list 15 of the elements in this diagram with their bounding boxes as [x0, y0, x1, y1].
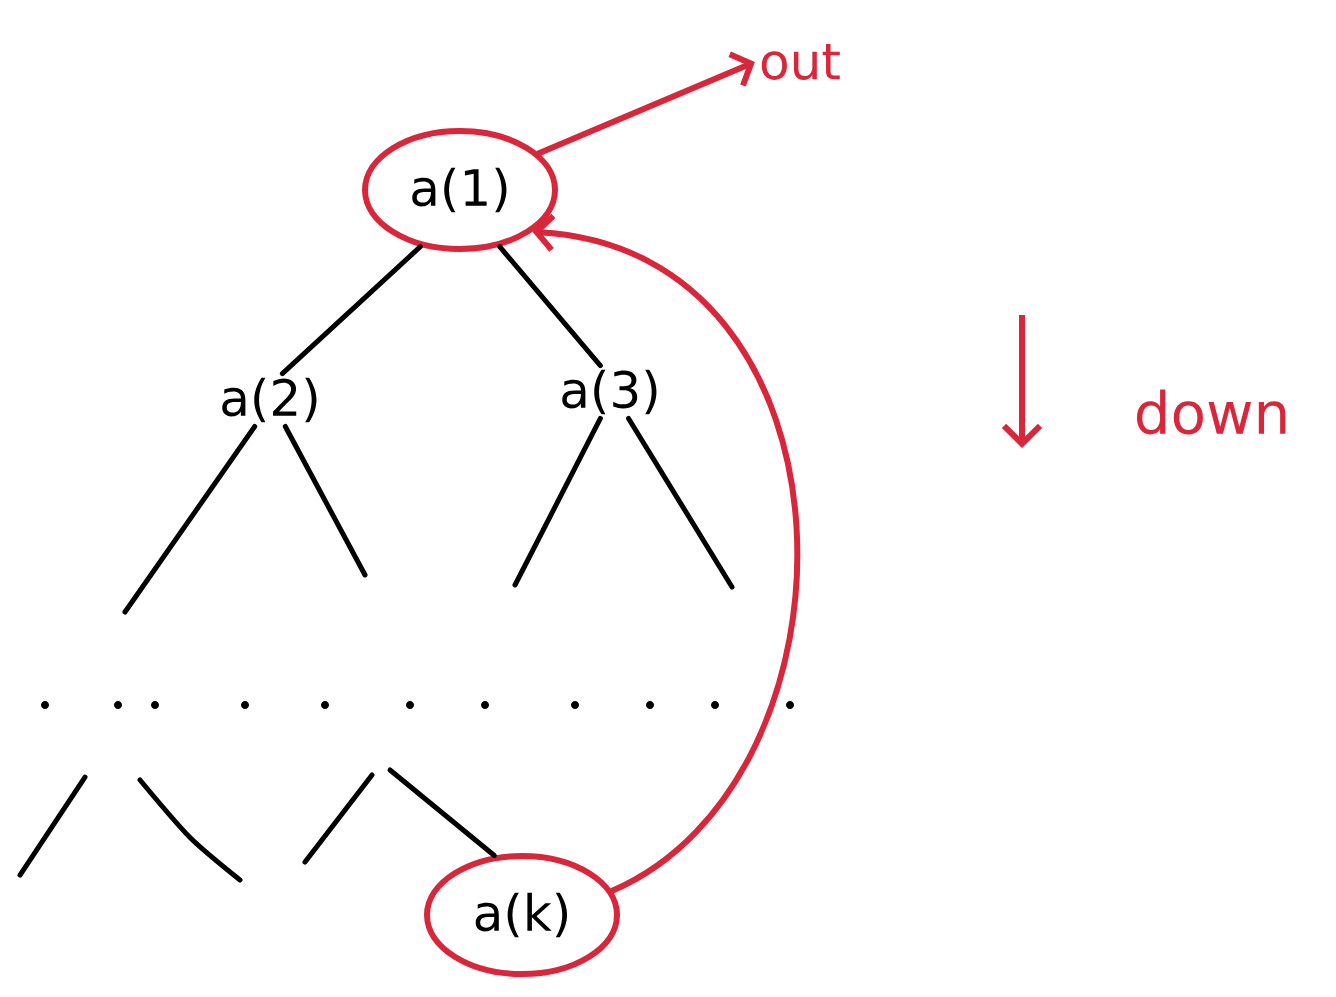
tree-edge	[387, 767, 497, 859]
tree-edge	[122, 423, 258, 615]
tree-edge	[512, 416, 603, 588]
arrow	[535, 51, 755, 157]
arrow-label: out	[761, 44, 840, 80]
circled-node: a(k)	[424, 853, 620, 977]
tree-edge	[279, 244, 423, 377]
arrow	[532, 213, 800, 894]
tree-edge	[626, 416, 735, 590]
node-label: a(3)	[562, 369, 657, 415]
circled-node: a(1)	[362, 128, 558, 252]
tree-edge	[497, 244, 603, 369]
node-label: a(2)	[222, 377, 317, 423]
direction-label: down	[1136, 389, 1286, 435]
tree-edge	[282, 423, 368, 578]
